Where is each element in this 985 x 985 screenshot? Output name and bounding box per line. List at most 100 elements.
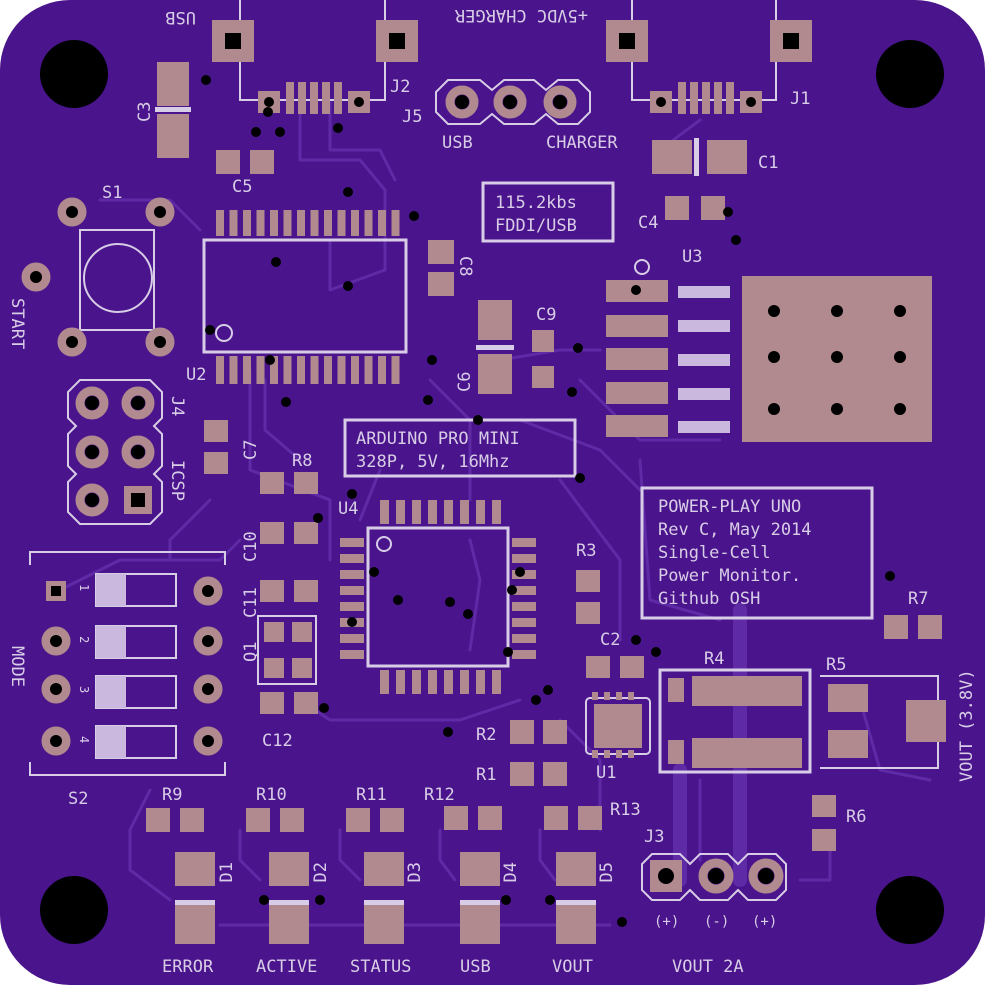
via (731, 235, 741, 245)
d2-label: D2 (311, 862, 331, 882)
via (205, 325, 215, 335)
usb-connector-label: USB (165, 7, 196, 27)
via (445, 597, 455, 607)
j5-label: J5 (402, 107, 422, 127)
via (409, 211, 419, 221)
via (347, 617, 357, 627)
j3-label: J3 (644, 827, 664, 847)
dip-number-3: 3 (77, 686, 91, 693)
led-d4 (460, 852, 500, 944)
r5-label: R5 (826, 655, 846, 675)
capacitor-c9 (532, 330, 554, 388)
pin-pad (270, 356, 278, 384)
via (313, 513, 323, 523)
pin-pad (492, 500, 501, 524)
pin-pad (229, 356, 238, 384)
chip-u4 (366, 526, 510, 668)
capacitor-c10 (260, 522, 318, 544)
dip-number-1: 1 (77, 584, 91, 591)
via (201, 75, 211, 85)
via (319, 703, 329, 713)
pin-pad (324, 356, 332, 384)
pin-pad (256, 356, 265, 384)
pin-pad (512, 602, 536, 611)
via (251, 127, 261, 137)
u4-label: U4 (338, 499, 358, 519)
pin-pad (391, 356, 400, 384)
led-label-status: STATUS (350, 957, 411, 977)
info-box-powerplay-line-5: Github OSH (658, 589, 760, 609)
via (393, 595, 403, 605)
j4-label: J4 (167, 396, 187, 416)
pin-pad (351, 210, 359, 236)
j1-label: J1 (790, 89, 810, 109)
via (545, 895, 555, 905)
led-label-vout: VOUT (552, 957, 593, 977)
mode-label: MODE (7, 646, 27, 687)
header-j3 (641, 853, 787, 901)
via (275, 127, 285, 137)
capacitor-c7 (204, 420, 228, 474)
transistor-q1 (257, 615, 317, 685)
r13-label: R13 (610, 800, 641, 820)
capacitor-c6 (476, 300, 514, 394)
via (463, 609, 473, 619)
pin-pad (412, 500, 421, 524)
r10-label: R10 (256, 785, 287, 805)
led-label-active: ACTIVE (256, 957, 317, 977)
r1-label: R1 (476, 765, 496, 785)
resistor-r11 (346, 808, 404, 832)
capacitor-c11 (260, 580, 318, 602)
c1-label: C1 (758, 153, 778, 173)
via (501, 895, 511, 905)
resistor-r5 (820, 675, 946, 769)
resistor-r13 (544, 806, 602, 830)
pin-pad (412, 670, 421, 694)
info-box-ftdi-line-2: FDDI/USB (495, 216, 577, 236)
pin-pad (340, 602, 364, 611)
via (265, 355, 275, 365)
connector-j1-charger (606, 0, 812, 114)
resistor-r6 (812, 795, 836, 851)
pin-pad (460, 670, 469, 694)
header-j5 (435, 79, 591, 125)
c9-label: C9 (536, 305, 556, 325)
via (263, 107, 273, 117)
c12-label: C12 (262, 731, 293, 751)
chip-u2 (202, 238, 408, 354)
s2-label: S2 (68, 789, 88, 809)
via (281, 397, 291, 407)
pin-pad (378, 356, 386, 384)
pin-pad (337, 210, 346, 236)
pin-pad (476, 670, 485, 694)
dip-switch-s2 (29, 551, 226, 776)
info-box-ftdi-line-1: 115.2kbs (495, 193, 577, 213)
c2-label: C2 (600, 630, 620, 650)
vout-38-label: VOUT (3.8V) (957, 669, 977, 782)
mounting-hole-top-right (876, 40, 944, 108)
resistor-r3 (576, 570, 600, 624)
pin-pad (216, 356, 224, 384)
via (259, 895, 269, 905)
c10-label: C10 (241, 531, 261, 562)
resistor-r7 (884, 615, 942, 639)
via (473, 415, 483, 425)
led-label-error: ERROR (162, 957, 214, 977)
pin-pad (396, 500, 405, 524)
d1-label: D1 (217, 862, 237, 882)
c7-label: C7 (241, 440, 261, 460)
pin-pad (229, 210, 238, 236)
charger-connector-label: +5VDC CHARGER (454, 5, 588, 25)
j5-charger-label: CHARGER (546, 133, 618, 153)
pin-pad (512, 650, 536, 659)
j3-pin-3-label: (+) (752, 914, 777, 930)
dip-number-2: 2 (77, 636, 91, 643)
info-box-powerplay-line-1: POWER-PLAY UNO (658, 497, 801, 517)
pin-pad (512, 554, 536, 563)
pin-pad (476, 500, 485, 524)
capacitor-c2 (586, 656, 644, 678)
header-j4-icsp (67, 379, 163, 525)
via (515, 567, 525, 577)
info-box-powerplay-line-4: Power Monitor. (658, 566, 801, 586)
led-d1 (175, 852, 215, 944)
